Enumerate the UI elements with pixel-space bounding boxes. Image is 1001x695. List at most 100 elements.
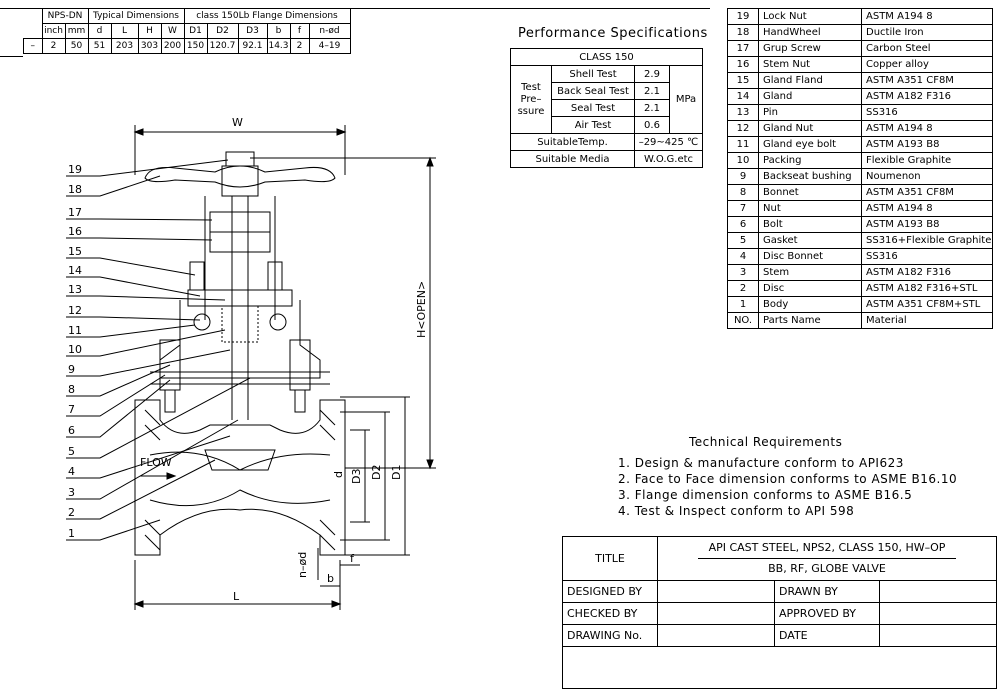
callout-label: 12 xyxy=(68,304,82,317)
part-material: Copper alloy xyxy=(861,56,993,73)
part-no: 11 xyxy=(727,136,759,153)
dim-label-d3: D3 xyxy=(350,469,363,484)
part-name: Body xyxy=(758,296,862,313)
dim-label-w: W xyxy=(232,116,243,129)
part-name: Gland Nut xyxy=(758,120,862,137)
part-material: ASTM A182 F316 xyxy=(861,264,993,281)
designed-by-label: DESIGNED BY xyxy=(562,580,658,603)
part-no: 15 xyxy=(727,72,759,89)
callout-label: 7 xyxy=(68,403,75,416)
checked-by-label: CHECKED BY xyxy=(562,602,658,625)
part-material: ASTM A194 8 xyxy=(861,8,993,25)
row-cell: 92.1 xyxy=(237,38,268,54)
part-no: 6 xyxy=(727,216,759,233)
dim-label-f: f xyxy=(350,552,355,565)
dim-label-nd: n–ød xyxy=(296,552,309,578)
suitable-temp-value: –29~425 ℃ xyxy=(634,133,703,151)
flow-label: FLOW xyxy=(140,456,172,469)
test-pressure-label: Test Pre– ssure xyxy=(510,65,552,134)
title-line-2: BB, RF, GLOBE VALVE xyxy=(768,562,886,575)
callout-label: 16 xyxy=(68,225,82,238)
drawing-no-value[interactable] xyxy=(657,624,775,647)
title-block: TITLE API CAST STEEL, NPS2, CLASS 150, H… xyxy=(562,536,997,689)
callout-label: 8 xyxy=(68,383,75,396)
title-line-1: API CAST STEEL, NPS2, CLASS 150, HW–OP xyxy=(698,538,956,559)
dimensions-table: NPS-DN Typical Dimensions class 150Lb Fl… xyxy=(23,8,351,54)
part-material: ASTM A194 8 xyxy=(861,200,993,217)
dim-label-d1: D1 xyxy=(390,465,403,480)
dim-label-l: L xyxy=(233,590,240,603)
part-no: NO. xyxy=(727,312,759,329)
test-value: 2.9 xyxy=(634,65,670,83)
part-no: 16 xyxy=(727,56,759,73)
part-no: 12 xyxy=(727,120,759,137)
date-value[interactable] xyxy=(879,624,997,647)
part-material: Ductile Iron xyxy=(861,24,993,41)
dim-label-h: H<OPEN> xyxy=(415,281,428,338)
part-name: Stem xyxy=(758,264,862,281)
test-value: 2.1 xyxy=(634,82,670,100)
part-no: 8 xyxy=(727,184,759,201)
approved-by-label: APPROVED BY xyxy=(774,602,880,625)
callout-label: 1 xyxy=(68,527,75,540)
part-material: ASTM A193 B8 xyxy=(861,136,993,153)
title-label: TITLE xyxy=(562,536,658,581)
drawn-by-label: DRAWN BY xyxy=(774,580,880,603)
part-material: Material xyxy=(861,312,993,329)
part-material: Noumenon xyxy=(861,168,993,185)
designed-by-value[interactable] xyxy=(657,580,775,603)
part-name: Gland xyxy=(758,88,862,105)
part-name: Gasket xyxy=(758,232,862,249)
callout-label: 11 xyxy=(68,324,82,337)
callout-label: 19 xyxy=(68,163,82,176)
technical-title: Technical Requirements xyxy=(689,435,843,449)
part-material: Carbon Steel xyxy=(861,40,993,57)
part-no: 13 xyxy=(727,104,759,121)
part-material: ASTM A351 CF8M xyxy=(861,72,993,89)
frame-top-line xyxy=(0,8,710,9)
part-material: ASTM A182 F316 xyxy=(861,88,993,105)
part-no: 10 xyxy=(727,152,759,169)
checked-by-value[interactable] xyxy=(657,602,775,625)
callout-label: 10 xyxy=(68,343,82,356)
part-name: Bonnet xyxy=(758,184,862,201)
part-name: Stem Nut xyxy=(758,56,862,73)
callout-label: 13 xyxy=(68,283,82,296)
part-name: Nut xyxy=(758,200,862,217)
part-name: Backseat bushing xyxy=(758,168,862,185)
part-material: SS316+Flexible Graphite xyxy=(861,232,993,249)
title-text: API CAST STEEL, NPS2, CLASS 150, HW–OP B… xyxy=(657,536,997,581)
date-label: DATE xyxy=(774,624,880,647)
part-no: 18 xyxy=(727,24,759,41)
part-name: Lock Nut xyxy=(758,8,862,25)
suitable-media-label: Suitable Media xyxy=(510,150,635,168)
part-material: ASTM A194 8 xyxy=(861,120,993,137)
callout-label: 5 xyxy=(68,445,75,458)
drawn-by-value[interactable] xyxy=(879,580,997,603)
test-name: Back Seal Test xyxy=(551,82,635,100)
part-material: SS316 xyxy=(861,248,993,265)
part-material: ASTM A351 CF8M xyxy=(861,184,993,201)
frame-line xyxy=(0,56,23,57)
callout-label: 2 xyxy=(68,506,75,519)
callout-label: 14 xyxy=(68,264,82,277)
technical-item: 1. Design & manufacture conform to API62… xyxy=(618,456,904,470)
part-name: Parts Name xyxy=(758,312,862,329)
row-cell: 200 xyxy=(160,38,185,54)
dim-label-d2: D2 xyxy=(370,465,383,480)
approved-by-value[interactable] xyxy=(879,602,997,625)
